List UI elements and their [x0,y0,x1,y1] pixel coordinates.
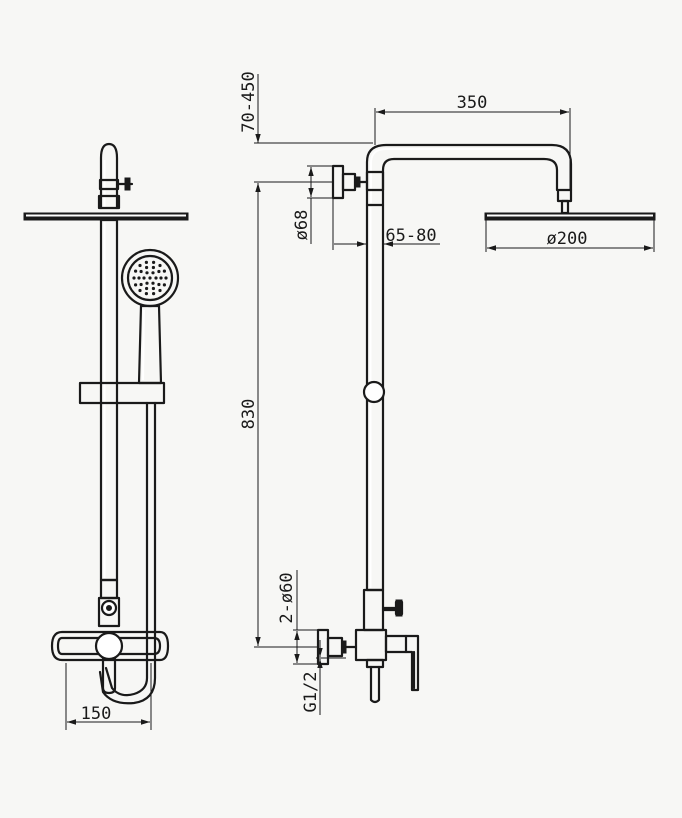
front-hose [98,401,157,705]
nozzle-dot [137,276,141,280]
dim-g12: G1/2 [301,640,346,715]
nozzle-dot [142,276,146,280]
nozzle-dot [145,265,149,270]
side-top-arm [365,143,573,215]
nozzle-dot [158,288,162,293]
nozzle-dot [138,263,142,268]
nozzle-dot [162,283,166,287]
nozzle-dot [145,286,149,291]
nozzle-dot [144,260,148,264]
nozzle-dot [159,276,163,280]
dim-70-450: 70-450 [239,71,373,200]
side-riser-pipe [362,203,386,592]
nozzle-dot [158,263,162,268]
nozzle-dot [154,276,158,280]
nozzle-dot [164,276,168,280]
side-wall-bracket-bottom [316,628,358,666]
front-hand-shower [120,248,180,385]
dim-70-450-label: 70-450 [239,71,259,132]
dim-d68-label: ø68 [292,210,312,241]
front-riser-pipe [99,218,119,582]
nozzle-dot [144,292,148,296]
dim-150-label: 150 [81,704,112,724]
nozzle-dot [162,269,166,273]
front-top-arm [97,142,134,210]
nozzle-dot [139,282,143,287]
dim-350-label: 350 [457,93,488,113]
dim-65-80: 65-80 [332,198,440,250]
nozzle-dot [151,286,155,291]
nozzle-dot [152,260,156,264]
side-wall-bracket-top [331,164,369,200]
dim-d200-label: ø200 [547,229,588,249]
dim-830-label: 830 [239,399,259,430]
nozzle-dot [157,269,161,274]
nozzle-dot [157,282,161,287]
front-mixer-body [50,578,170,695]
nozzle-dot [151,281,155,285]
side-view: 350 70-450 ø68 65-80 [239,71,656,715]
nozzle-dot [134,269,138,273]
front-view: 150 [23,142,189,730]
dim-65-80-label: 65-80 [385,226,436,246]
front-slide-holder [78,381,166,405]
nozzle-dot [152,292,156,296]
nozzle-dot [132,276,136,280]
nozzle-dot [145,271,149,275]
dim-2-d60: 2-ø60 [277,570,318,665]
nozzle-dot [151,265,155,270]
dim-2-d60-label: 2-ø60 [277,572,297,623]
nozzle-dot [145,281,149,285]
nozzle-dot [148,276,152,280]
nozzle-dot [151,271,155,275]
nozzle-dot [139,269,143,274]
dim-150: 150 [65,663,152,730]
dim-d68: ø68 [292,165,333,244]
side-mixer-body [354,588,420,704]
dim-d200: ø200 [485,220,655,252]
nozzle-dot [134,283,138,287]
dim-g12-label: G1/2 [301,672,321,713]
hand-shower-nozzles [132,260,168,296]
dim-830: 830 [239,184,318,648]
nozzle-dot [138,288,142,293]
dim-350: 350 [374,93,571,190]
side-rain-plate [484,212,656,221]
